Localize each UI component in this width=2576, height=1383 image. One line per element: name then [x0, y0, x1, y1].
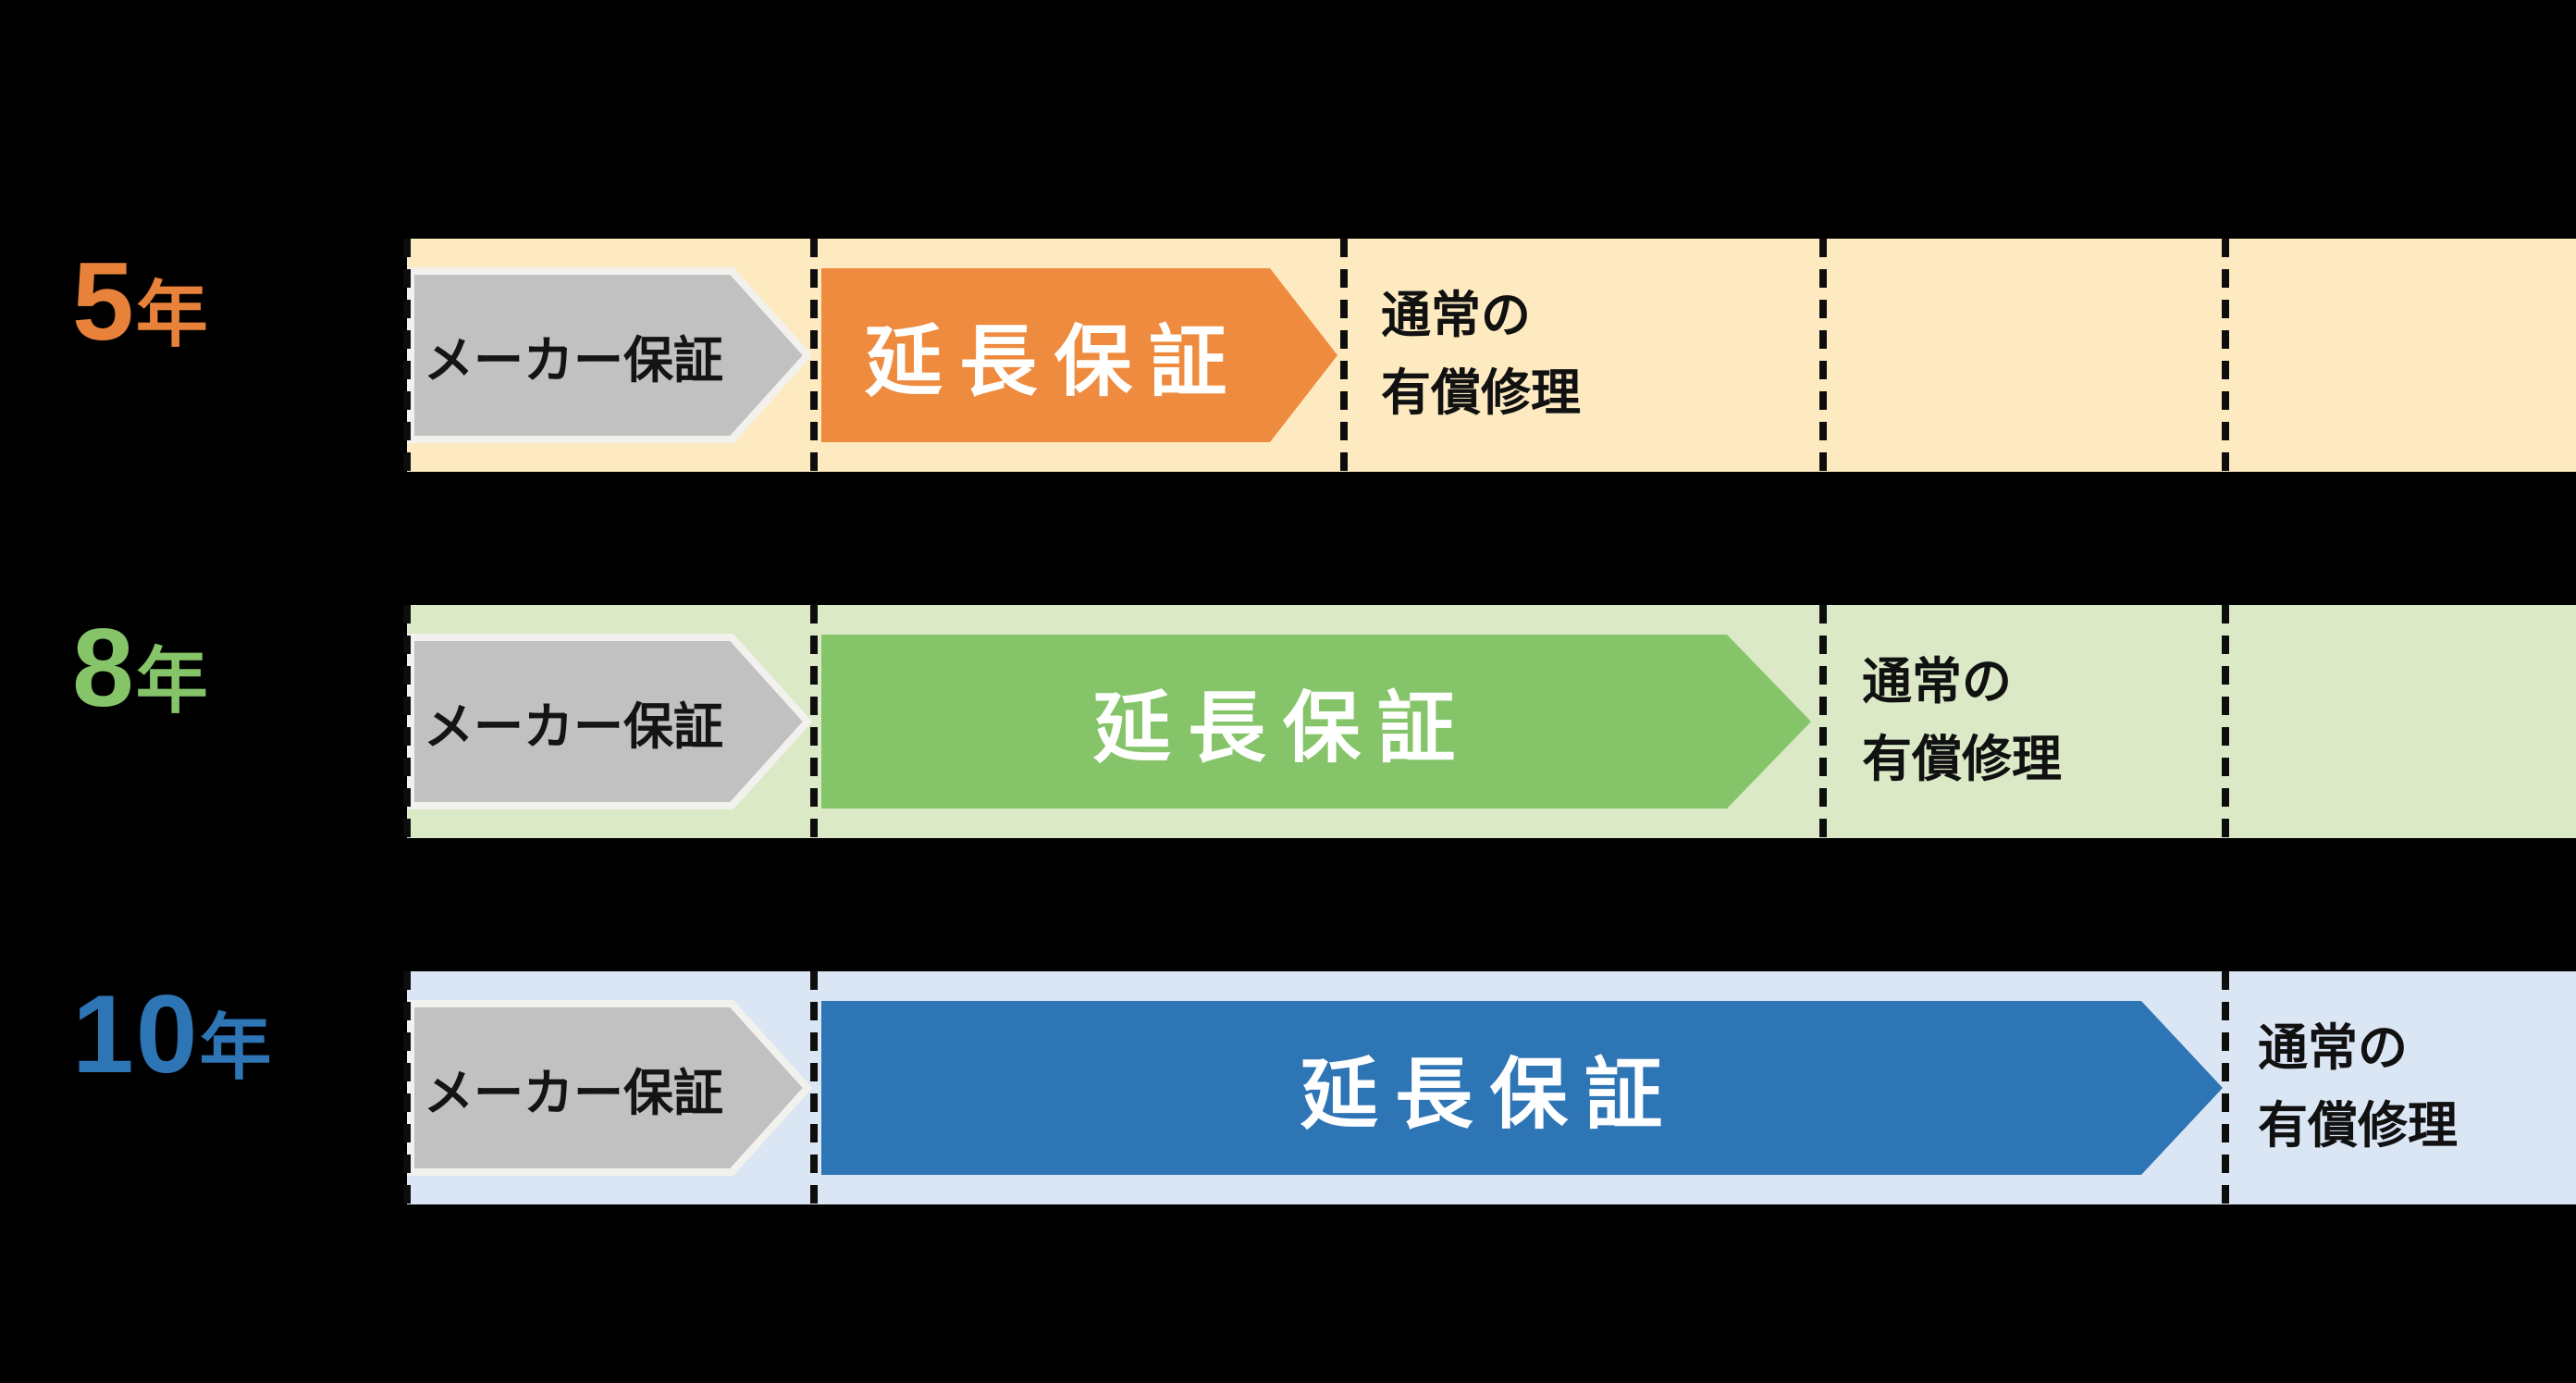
year-label-5: 5 年	[72, 246, 208, 357]
extended-warranty-arrow	[821, 1001, 2223, 1175]
extended-warranty-arrow	[821, 635, 1811, 809]
extended-warranty-label: 延長保証	[864, 317, 1244, 405]
year-boundary-line-8yr	[1819, 605, 1827, 838]
maker-warranty-label: メーカー保証	[424, 698, 723, 755]
year-suffix: 年	[135, 274, 208, 355]
paid-repair-label: 通常の 有償修理	[1381, 239, 1581, 472]
year-boundary-line-10yr	[2222, 605, 2229, 838]
timeline-band-5year: メーカー保証 延長保証 通常の 有償修理	[403, 239, 2576, 472]
paid-repair-label: 通常の 有償修理	[2258, 971, 2458, 1204]
paid-repair-line1: 通常の	[1862, 654, 2012, 710]
timeline-band-8year: メーカー保証 延長保証 通常の 有償修理	[403, 605, 2576, 838]
year-number: 10	[72, 972, 200, 1096]
extended-warranty-arrow-shape	[821, 268, 1337, 442]
extended-warranty-arrow-shape	[821, 1001, 2223, 1175]
maker-warranty-arrow	[407, 267, 813, 443]
timeline-band-10year: メーカー保証 延長保証 通常の 有償修理	[403, 971, 2576, 1204]
year-number: 5	[72, 240, 136, 364]
year-boundary-line-1yr	[810, 239, 818, 472]
year-boundary-line-5yr	[1340, 239, 1348, 472]
year-boundary-line-start	[403, 605, 411, 838]
extended-warranty-label: 延長保証	[1092, 684, 1473, 772]
year-boundary-line-1yr	[810, 605, 818, 838]
maker-warranty-arrow-shape	[407, 1000, 813, 1176]
maker-warranty-arrow	[407, 1000, 813, 1176]
year-suffix: 年	[199, 1006, 272, 1088]
year-label-10: 10 年	[72, 979, 272, 1090]
year-suffix: 年	[135, 640, 208, 722]
paid-repair-label: 通常の 有償修理	[1862, 605, 2062, 838]
year-boundary-line-start	[403, 239, 411, 472]
paid-repair-line1: 通常の	[1381, 288, 1531, 344]
paid-repair-line1: 通常の	[2258, 1020, 2408, 1077]
year-boundary-line-start	[403, 971, 411, 1204]
extended-warranty-arrow-shape	[821, 635, 1811, 809]
extended-warranty-label: 延長保証	[1300, 1050, 1680, 1138]
maker-warranty-arrow-shape	[407, 634, 813, 809]
year-number: 8	[72, 606, 136, 730]
maker-warranty-arrow	[407, 634, 813, 809]
year-boundary-line-10yr	[2222, 239, 2229, 472]
maker-warranty-label: メーカー保証	[424, 1065, 723, 1121]
year-boundary-line-10yr	[2222, 971, 2229, 1204]
extended-warranty-arrow	[821, 268, 1337, 442]
paid-repair-line2: 有償修理	[1381, 365, 1581, 421]
paid-repair-line2: 有償修理	[1862, 732, 2062, 787]
year-label-8: 8 年	[72, 612, 208, 723]
year-boundary-line-1yr	[810, 971, 818, 1204]
paid-repair-line2: 有償修理	[2258, 1098, 2458, 1154]
maker-warranty-arrow-shape	[407, 267, 813, 443]
year-boundary-line-8yr	[1819, 239, 1827, 472]
maker-warranty-label: メーカー保証	[424, 332, 723, 389]
